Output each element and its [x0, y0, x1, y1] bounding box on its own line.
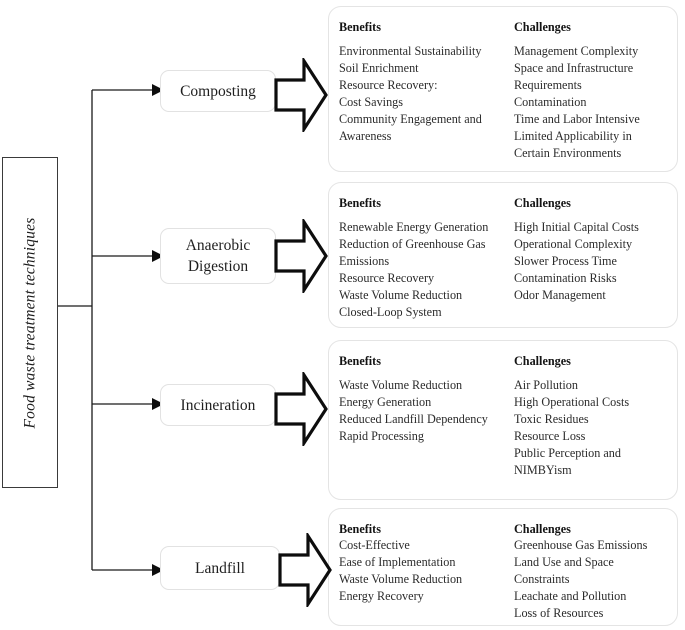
list-item: Waste Volume Reduction	[339, 378, 463, 392]
list-item: High Initial Capital Costs	[514, 220, 639, 234]
benefits-heading: Benefits	[339, 522, 381, 536]
technique-box-anaerobic-digestion[interactable]: Anaerobic Digestion	[160, 228, 276, 284]
list-item: Public Perception and	[514, 446, 621, 460]
technique-box-composting[interactable]: Composting	[160, 70, 276, 112]
list-item: Certain Environments	[514, 146, 622, 160]
challenges-heading: Challenges	[514, 196, 571, 210]
list-item: Operational Complexity	[514, 237, 633, 251]
block-arrow-icon-incineration	[274, 372, 328, 446]
list-item: Time and Labor Intensive	[514, 112, 640, 126]
root-label-wrapper: Food waste treatment techniques	[3, 158, 57, 487]
list-item: Contamination Risks	[514, 271, 617, 285]
list-item: Community Engagement and	[339, 112, 482, 126]
list-item: Waste Volume Reduction	[339, 572, 463, 586]
list-item: Odor Management	[514, 288, 606, 302]
challenges-heading: Challenges	[514, 354, 571, 368]
root-label: Food waste treatment techniques	[21, 217, 38, 428]
list-item: Requirements	[514, 78, 582, 92]
technique-label: Composting	[180, 82, 256, 100]
list-item: Resource Loss	[514, 429, 586, 443]
list-item: Leachate and Pollution	[514, 589, 627, 603]
list-item: Air Pollution	[514, 378, 578, 392]
challenges-heading: Challenges	[514, 20, 571, 34]
list-item: Resource Recovery:	[339, 78, 438, 92]
list-item: Waste Volume Reduction	[339, 288, 463, 302]
technique-label: Anaerobic Digestion	[185, 237, 251, 275]
block-arrow-icon-landfill	[278, 533, 332, 607]
list-item: Cost Savings	[339, 95, 403, 109]
list-item: Renewable Energy Generation	[339, 220, 489, 234]
challenges-heading: Challenges	[514, 522, 571, 536]
technique-label: Landfill	[195, 559, 245, 577]
list-item: Energy Recovery	[339, 589, 424, 603]
list-item: Ease of Implementation	[339, 555, 456, 569]
list-item: Emissions	[339, 254, 390, 268]
list-item: Soil Enrichment	[339, 61, 419, 75]
list-item: Environmental Sustainability	[339, 44, 482, 58]
technique-box-incineration[interactable]: Incineration	[160, 384, 276, 426]
list-item: Land Use and Space	[514, 555, 614, 569]
list-item: Closed-Loop System	[339, 305, 442, 319]
list-item: Resource Recovery	[339, 271, 435, 285]
block-arrow-icon-composting	[274, 58, 328, 132]
benefits-heading: Benefits	[339, 20, 381, 34]
technique-label: Incineration	[180, 396, 256, 414]
list-item: Constraints	[514, 572, 570, 586]
list-item: Awareness	[339, 129, 392, 143]
list-item: NIMBYism	[514, 463, 572, 477]
benefits-heading: Benefits	[339, 196, 381, 210]
list-item: Rapid Processing	[339, 429, 424, 443]
list-item: Slower Process Time	[514, 254, 617, 268]
list-item: Energy Generation	[339, 395, 432, 409]
list-item: Reduced Landfill Dependency	[339, 412, 488, 426]
list-item: Loss of Resources	[514, 606, 604, 620]
list-item: Management Complexity	[514, 44, 639, 58]
list-item: Reduction of Greenhouse Gas	[339, 237, 486, 251]
list-item: Limited Applicability in	[514, 129, 632, 143]
root-node-box: Food waste treatment techniques	[2, 157, 58, 488]
benefits-heading: Benefits	[339, 354, 381, 368]
technique-box-landfill[interactable]: Landfill	[160, 546, 280, 590]
block-arrow-icon-anaerobic-digestion	[274, 219, 328, 293]
list-item: Cost-Effective	[339, 538, 410, 552]
list-item: Space and Infrastructure	[514, 61, 634, 75]
list-item: Toxic Residues	[514, 412, 589, 426]
list-item: Contamination	[514, 95, 587, 109]
list-item: High Operational Costs	[514, 395, 630, 409]
list-item: Greenhouse Gas Emissions	[514, 538, 648, 552]
